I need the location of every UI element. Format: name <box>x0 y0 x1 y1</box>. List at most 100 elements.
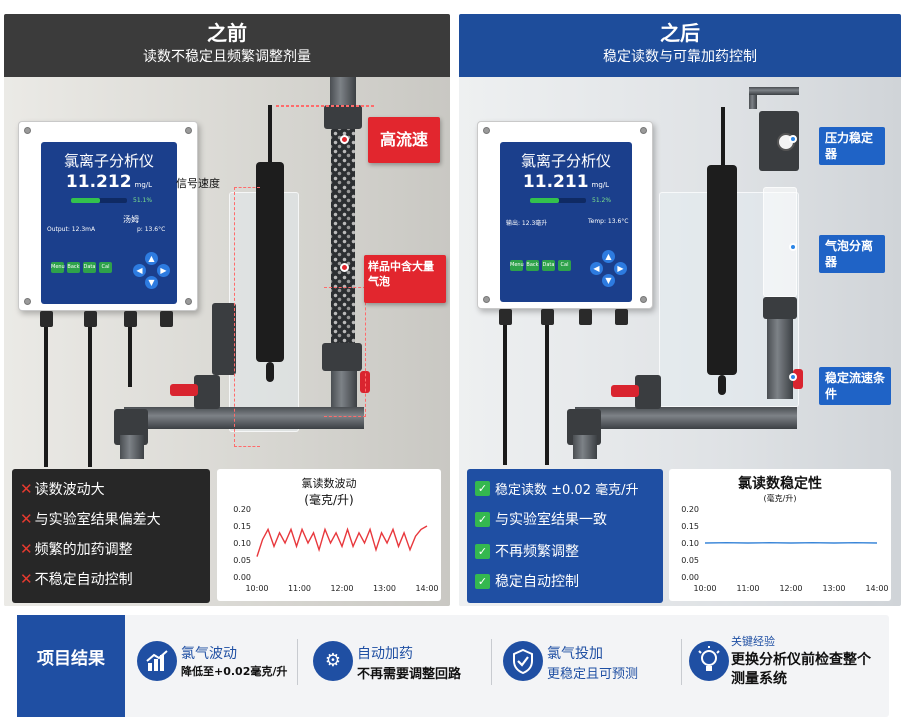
menu-key[interactable]: Menu <box>510 260 524 271</box>
marker-dot <box>340 135 349 144</box>
screw <box>483 296 490 303</box>
right-arrow-icon[interactable]: ▶ <box>157 264 170 277</box>
back-key[interactable]: Back <box>526 260 539 271</box>
reading-percent: 51.1% <box>133 197 153 204</box>
ball-valve-handle <box>793 369 803 389</box>
ball-valve-handle <box>611 385 639 397</box>
series-line <box>256 525 428 557</box>
up-arrow-icon[interactable]: ▲ <box>602 250 615 263</box>
x-tick-label: 10:00 <box>693 584 716 593</box>
after-title: 之后 <box>660 21 700 45</box>
sensor-probe <box>707 165 737 375</box>
cable <box>44 327 48 467</box>
y-tick-label: 0.15 <box>681 522 699 531</box>
check-icon: ✓ <box>475 573 490 589</box>
screw <box>24 298 31 305</box>
check-icon: ✓ <box>475 511 490 527</box>
bubbles-label: 样品中含大量气泡 <box>364 255 446 303</box>
analyzer-title: 氯离子分析仪 <box>520 152 611 170</box>
cable-gland <box>124 311 137 327</box>
key-lesson: 关键经验 更换分析仪前检查整个测量系统 <box>689 615 889 703</box>
cal-key[interactable]: Cal <box>558 260 571 271</box>
cable-gland <box>541 309 554 325</box>
sensor-probe <box>256 162 284 362</box>
chart-icon <box>137 641 177 681</box>
screen-output: Output: 12.3mA <box>47 226 96 233</box>
issue-text: 读数波动大 <box>34 482 105 498</box>
data-key[interactable]: Data <box>83 262 96 273</box>
before-subtitle: 读数不稳定且频繁调整剂量 <box>143 49 311 65</box>
cable <box>545 325 549 465</box>
down-arrow-icon[interactable]: ▼ <box>602 274 615 287</box>
results-bar: 项目结果 氯气波动 降低至+0.02毫克/升 ⚙ 自动加药 不再需要调整回路 氯… <box>17 615 889 717</box>
issue-text: 不稳定自动控制 <box>34 572 133 588</box>
y-tick-label: 0.20 <box>681 505 699 514</box>
y-tick-label: 0.10 <box>233 539 251 548</box>
chart-unit: (毫克/升) <box>763 494 797 503</box>
x-icon: ✕ <box>20 570 33 588</box>
reading-value: 11.211 <box>522 172 589 192</box>
signal-speed-label: 信号速度 <box>176 177 220 190</box>
shield-check-icon <box>503 641 543 681</box>
down-arrow-icon[interactable]: ▼ <box>145 276 158 289</box>
marker-dot <box>789 243 797 251</box>
cable-gland <box>615 309 628 325</box>
bubble-separator <box>763 187 797 297</box>
cable-gland <box>499 309 512 325</box>
cable <box>88 327 92 467</box>
issue-text: 与实验室结果偏差大 <box>34 512 161 528</box>
result-item: 氯气波动 降低至+0.02毫克/升 <box>137 615 307 703</box>
screen-temp: p: 13.6°C <box>137 226 166 233</box>
cal-key[interactable]: Cal <box>99 262 112 273</box>
y-tick-label: 0.00 <box>681 573 699 582</box>
left-arrow-icon[interactable]: ◀ <box>590 262 603 275</box>
after-header: 之后 稳定读数与可靠加药控制 <box>459 14 901 77</box>
cable <box>128 327 132 387</box>
check-icon: ✓ <box>475 543 490 559</box>
pipe-union <box>194 375 220 409</box>
left-arrow-icon[interactable]: ◀ <box>133 264 146 277</box>
drain-pipe <box>124 407 364 429</box>
cable-gland <box>40 311 53 327</box>
result-desc: 更稳定且可预测 <box>547 667 639 682</box>
callout-line <box>324 287 366 417</box>
marker-dot <box>789 373 797 381</box>
x-tick-label: 12:00 <box>779 584 802 593</box>
after-subtitle: 稳定读数与可靠加药控制 <box>603 49 757 65</box>
x-tick-label: 10:00 <box>245 584 268 593</box>
lesson-text: 更换分析仪前检查整个测量系统 <box>731 652 871 687</box>
cable-gland <box>579 309 592 325</box>
pipe-tee <box>212 303 236 375</box>
improvement-item: ✓不再频繁调整 <box>475 541 579 561</box>
improvement-item: ✓与实验室结果一致 <box>475 509 607 529</box>
drain-pipe-vertical <box>120 435 144 459</box>
y-tick-label: 0.20 <box>233 505 251 514</box>
reading-bar <box>530 198 586 203</box>
divider <box>681 639 682 685</box>
before-title: 之前 <box>207 21 247 45</box>
direction-pad: ▲ ◀ ▶ ▼ <box>133 252 171 290</box>
drain-pipe-vertical <box>573 435 597 459</box>
x-icon: ✕ <box>20 510 33 528</box>
back-key[interactable]: Back <box>67 262 80 273</box>
before-header: 之前 读数不稳定且频繁调整剂量 <box>4 14 450 77</box>
data-key[interactable]: Data <box>542 260 555 271</box>
x-icon: ✕ <box>20 540 33 558</box>
issue-item: ✕频繁的加药调整 <box>20 539 133 559</box>
screen-temp: Temp: 13.6°C <box>588 218 629 225</box>
right-arrow-icon[interactable]: ▶ <box>614 262 627 275</box>
y-tick-label: 0.15 <box>233 522 251 531</box>
up-arrow-icon[interactable]: ▲ <box>145 252 158 265</box>
result-title: 自动加药 <box>357 646 413 662</box>
gears-icon: ⚙ <box>313 641 353 681</box>
result-desc: 不再需要调整回路 <box>357 667 462 682</box>
menu-key[interactable]: Menu <box>51 262 65 273</box>
screen-output: 输出: 12.3毫升 <box>506 220 548 227</box>
screw <box>24 127 31 134</box>
pipe-union <box>324 105 362 129</box>
